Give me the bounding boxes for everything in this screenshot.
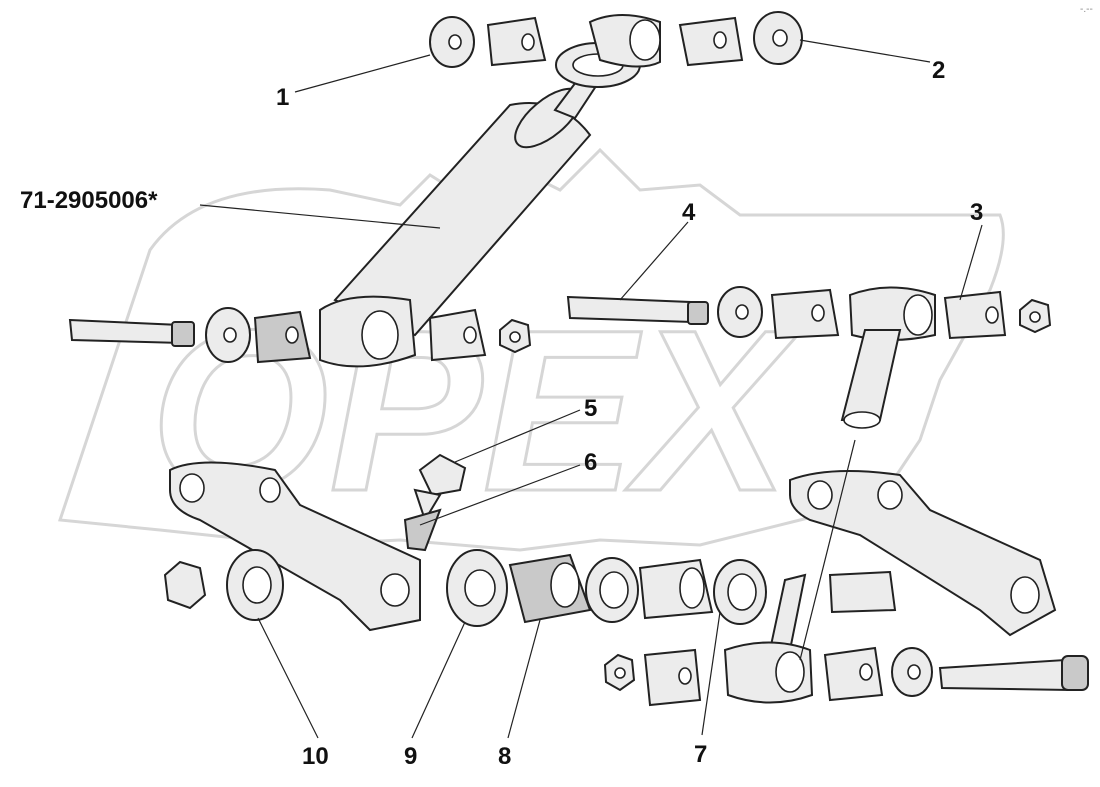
- grease-fittings: [403, 453, 467, 552]
- leader-lines: [199, 39, 983, 739]
- shock-absorber: [319, 14, 661, 368]
- callout-7: 7: [694, 741, 707, 768]
- top-bushings: [429, 11, 803, 68]
- corner-mark: -.--: [1080, 4, 1093, 15]
- callout-10: 10: [302, 743, 329, 770]
- callout-6: 6: [584, 449, 597, 476]
- center-bushings: [446, 549, 767, 627]
- callout-9: 9: [404, 743, 417, 770]
- callout-3: 3: [970, 199, 983, 226]
- right-lower-assembly: [603, 470, 1089, 707]
- left-bracket: [163, 461, 421, 632]
- right-upper-assembly: [566, 286, 1052, 429]
- left-bolt-assembly: [68, 307, 532, 364]
- callout-4: 4: [682, 199, 696, 226]
- callout-8: 8: [498, 743, 511, 770]
- callout-1: 1: [276, 84, 289, 111]
- part-number-label: 71-2905006*: [20, 187, 158, 214]
- callout-5: 5: [584, 395, 597, 422]
- callout-2: 2: [932, 57, 945, 84]
